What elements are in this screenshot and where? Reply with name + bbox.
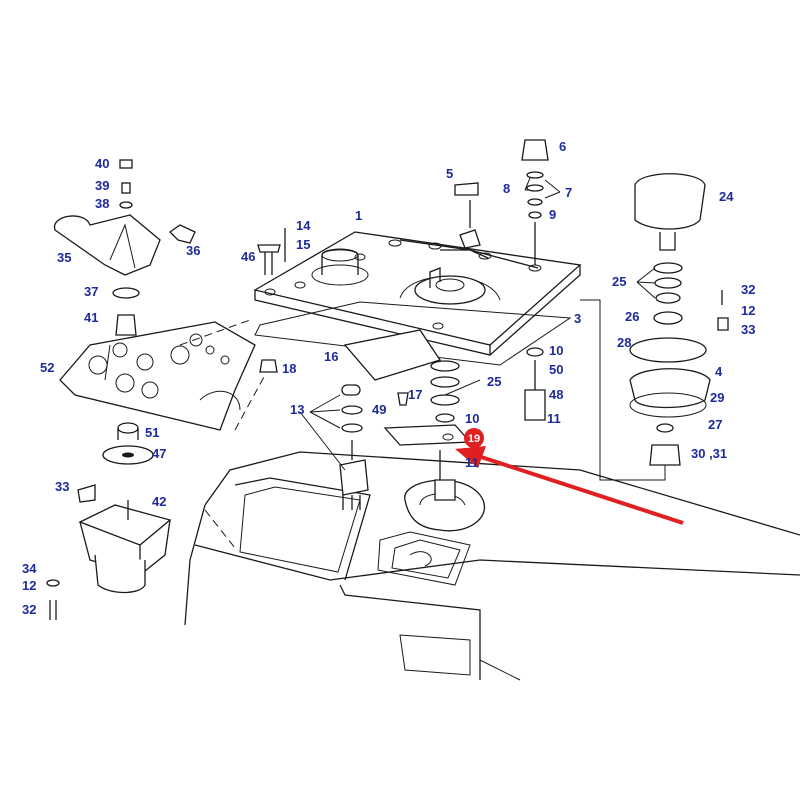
label-part-32a: 32 (741, 282, 755, 297)
label-part-6: 6 (559, 139, 566, 154)
label-part-37: 37 (84, 284, 98, 299)
label-part-52: 52 (40, 360, 54, 375)
label-part-25b: 25 (612, 274, 626, 289)
label-part-33b: 33 (55, 479, 69, 494)
main-plate (253, 231, 582, 356)
label-part-35: 35 (57, 250, 71, 265)
label-part-8: 8 (503, 181, 510, 196)
label-part-51: 51 (145, 425, 159, 440)
label-part-10b: 10 (465, 411, 479, 426)
label-part-26: 26 (625, 309, 639, 324)
label-part-40: 40 (95, 156, 109, 171)
motor-assembly (46, 422, 172, 620)
label-part-5: 5 (446, 166, 453, 181)
highlight-badge (464, 428, 484, 448)
highlight-arrow (455, 446, 684, 525)
label-part-49: 49 (372, 402, 386, 417)
label-part-13: 13 (290, 402, 304, 417)
label-part-30-31: 30 ,31 (691, 446, 727, 461)
label-part-11b: 11 (465, 455, 479, 470)
label-part-28: 28 (617, 335, 631, 350)
label-part-50: 50 (549, 362, 563, 377)
console-housing (184, 451, 800, 681)
label-part-3: 3 (574, 311, 581, 326)
label-part-18: 18 (282, 361, 296, 376)
label-part-42: 42 (152, 494, 166, 509)
label-part-24: 24 (719, 189, 734, 204)
joystick-assembly-left (54, 159, 196, 336)
label-part-4: 4 (715, 364, 723, 379)
part-labels: 1 3 4 5 6 7 8 9 10 10 11 11 12 12 13 14 … (22, 139, 755, 617)
label-part-46: 46 (241, 249, 255, 264)
label-part-29: 29 (710, 390, 724, 405)
label-part-12b: 12 (22, 578, 36, 593)
label-part-38: 38 (95, 196, 109, 211)
label-part-15: 15 (296, 237, 310, 252)
label-part-14: 14 (296, 218, 311, 233)
label-part-39: 39 (95, 178, 109, 193)
label-part-10a: 10 (549, 343, 563, 358)
switch-and-bracket-parts (257, 139, 549, 510)
label-part-19: 19 (468, 433, 480, 445)
knob-assembly-right (629, 173, 729, 466)
label-part-9: 9 (549, 207, 556, 222)
label-part-17: 17 (408, 387, 422, 402)
gasket-frame (254, 301, 572, 366)
label-part-27: 27 (708, 417, 722, 432)
bracket-plate-19 (383, 424, 472, 446)
label-part-25a: 25 (487, 374, 501, 389)
label-part-11a: 11 (547, 411, 561, 426)
label-part-48: 48 (549, 387, 563, 402)
label-part-33a: 33 (741, 322, 755, 337)
label-part-34: 34 (22, 561, 37, 576)
leader-lines (104, 177, 666, 549)
label-part-41: 41 (84, 310, 98, 325)
label-part-32b: 32 (22, 602, 36, 617)
label-part-7: 7 (565, 185, 572, 200)
label-part-12a: 12 (741, 303, 755, 318)
label-part-1: 1 (355, 208, 362, 223)
label-part-16: 16 (324, 349, 338, 364)
back-plate (59, 321, 256, 431)
label-part-36: 36 (186, 243, 200, 258)
label-part-47: 47 (152, 446, 166, 461)
